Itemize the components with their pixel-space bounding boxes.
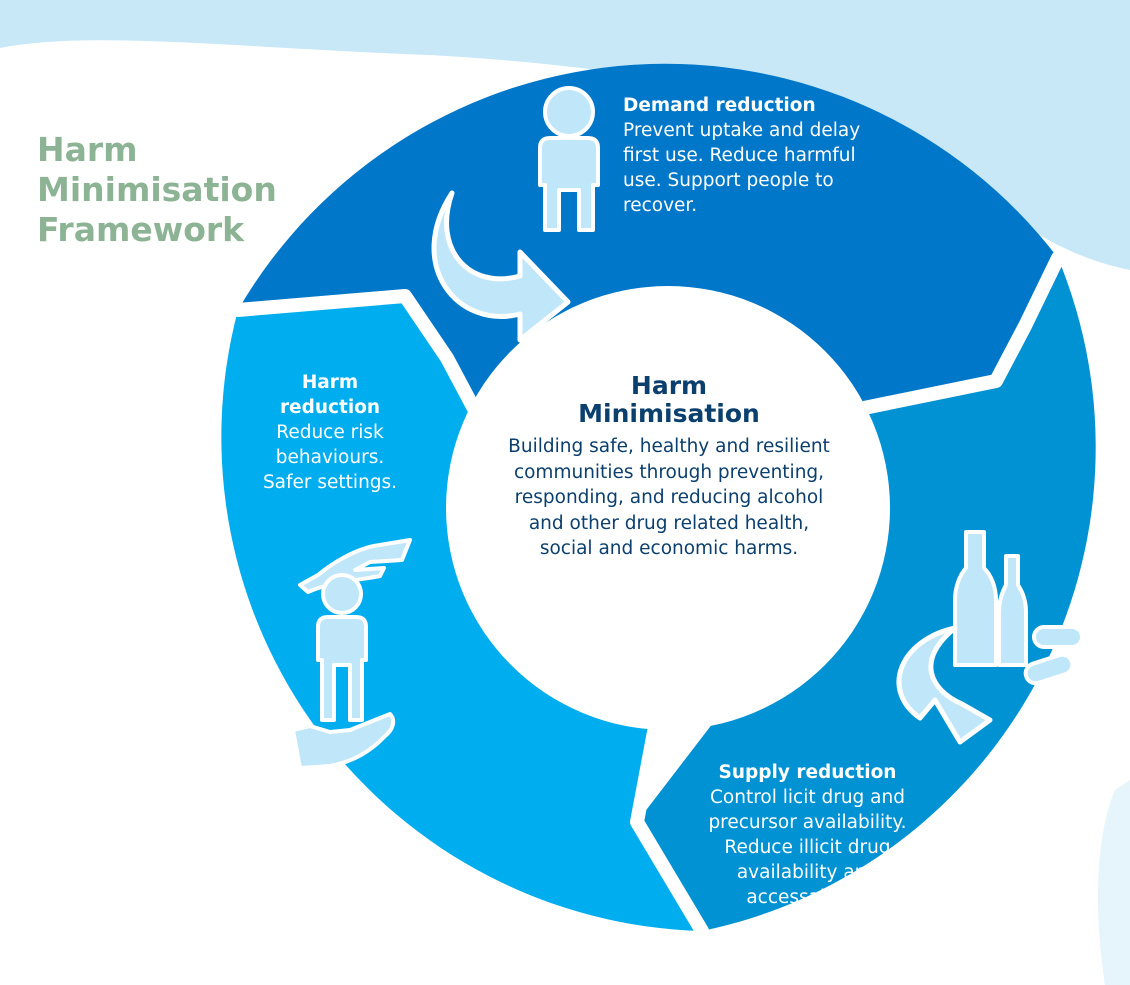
hand-bottom-icon: [291, 712, 396, 770]
center-title: Harm Minimisation: [505, 372, 833, 428]
demand-reduction-label: Demand reduction Prevent uptake and dela…: [623, 93, 878, 218]
center-title-line: Minimisation: [578, 399, 760, 428]
page-title-line: Harm: [37, 130, 138, 169]
demand-reduction-segment: [238, 63, 1058, 420]
demand-reduction-description: Prevent uptake and delay first use. Redu…: [623, 120, 861, 216]
bottle-icon: [953, 530, 998, 667]
curved-arrow-icon: [896, 625, 993, 745]
harm-reduction-description: Reduce risk behaviours. Safer settings.: [262, 422, 398, 493]
person-icon: [316, 573, 368, 722]
pill-icon: [1032, 625, 1084, 649]
center-description: Building safe, healthy and resilient com…: [508, 436, 830, 559]
harm-reduction-heading: Harm reduction: [279, 372, 381, 418]
center-label: Harm Minimisation Building safe, healthy…: [505, 372, 833, 562]
harm-reduction-label: Harm reduction Reduce risk behaviours. S…: [250, 370, 410, 495]
demand-reduction-heading: Demand reduction: [623, 95, 816, 116]
page-title-line: Minimisation: [37, 170, 277, 209]
center-circle: [446, 286, 890, 730]
supply-reduction-heading: Supply reduction: [718, 762, 897, 783]
curved-arrow-icon: [431, 190, 571, 343]
center-title-line: Harm: [630, 371, 708, 400]
harm-reduction-segment: [221, 296, 702, 931]
segment-divider: [630, 693, 709, 938]
segment-divider: [231, 289, 487, 427]
person-icon: [538, 86, 600, 232]
supply-reduction-label: Supply reduction Control licit drug and …: [690, 760, 925, 910]
pill-icon: [1023, 652, 1075, 686]
segment-divider: [857, 251, 1065, 415]
page-title: Harm Minimisation Framework: [37, 130, 277, 250]
supply-reduction-description: Control licit drug and precursor availab…: [708, 787, 907, 908]
bottle-icon: [997, 554, 1028, 667]
page-title-line: Framework: [37, 210, 245, 249]
